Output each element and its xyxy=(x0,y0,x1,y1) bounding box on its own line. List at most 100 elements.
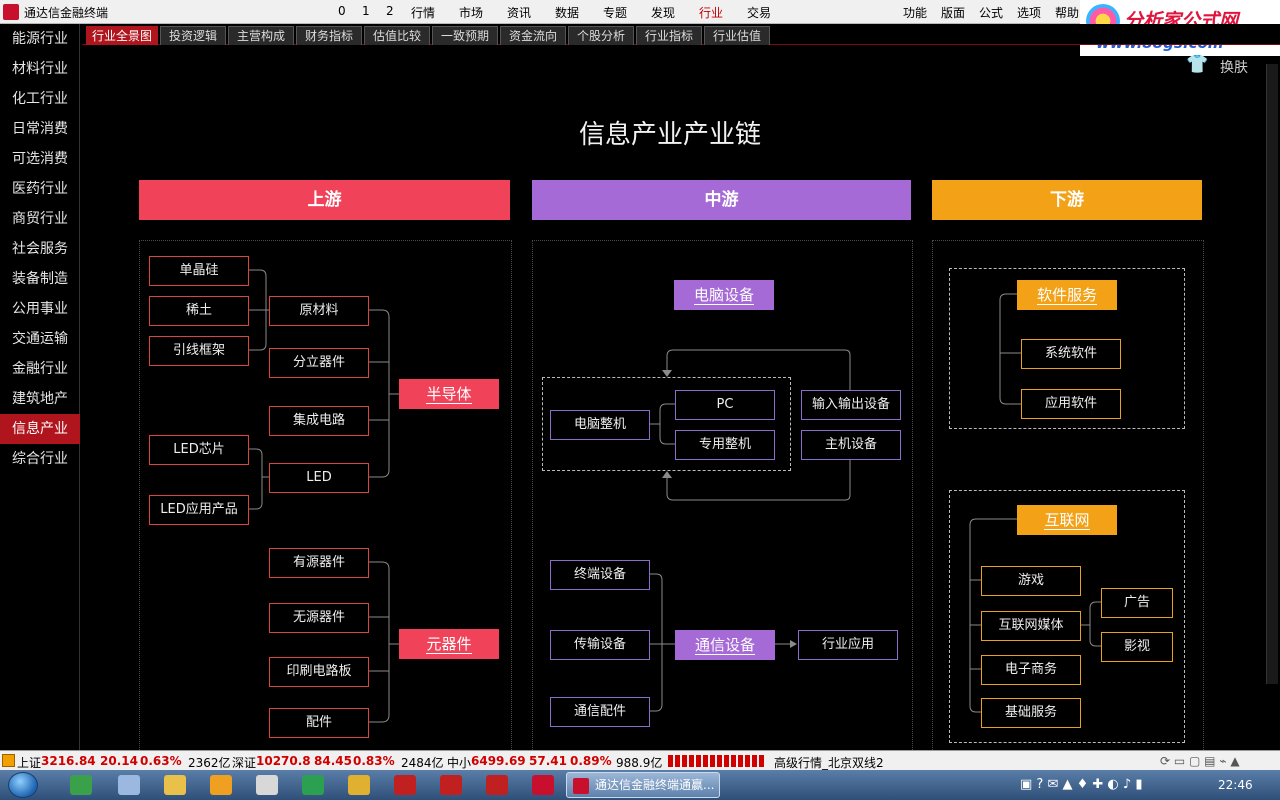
tab-valuation-compare[interactable]: 估值比较 xyxy=(364,26,430,45)
node-system-software[interactable]: 系统软件 xyxy=(1021,339,1121,369)
menu-formula[interactable]: 公式 xyxy=(979,6,1004,20)
app-icon-5[interactable] xyxy=(440,775,462,795)
node-monocrystalline-silicon[interactable]: 单晶硅 xyxy=(149,256,249,286)
start-button[interactable] xyxy=(8,772,38,798)
tab-consensus[interactable]: 一致预期 xyxy=(432,26,498,45)
node-active-components[interactable]: 有源器件 xyxy=(269,548,369,578)
clock[interactable]: 22:46 xyxy=(1218,778,1253,792)
node-internet-media[interactable]: 互联网媒体 xyxy=(981,611,1081,641)
tdx-task-icon xyxy=(573,778,589,794)
sidebar-item-optional-consumption[interactable]: 可选消费 xyxy=(12,151,68,167)
node-led-applications[interactable]: LED应用产品 xyxy=(149,495,249,525)
sidebar-item-info-industry[interactable]: 信息产业 xyxy=(0,414,80,444)
menu-topics[interactable]: 专题 xyxy=(603,6,628,20)
tab-financial[interactable]: 财务指标 xyxy=(296,26,362,45)
menu-trade[interactable]: 交易 xyxy=(747,6,772,20)
sidebar-item-comprehensive[interactable]: 综合行业 xyxy=(12,451,68,467)
sidebar-item-materials[interactable]: 材料行业 xyxy=(12,61,68,77)
node-pcb[interactable]: 印刷电路板 xyxy=(269,657,369,687)
node-comm-accessories[interactable]: 通信配件 xyxy=(550,697,650,727)
tab-industry-valuation[interactable]: 行业估值 xyxy=(704,26,770,45)
menu-layout[interactable]: 版面 xyxy=(941,6,966,20)
quote-server[interactable]: 高级行情_北京双线2 xyxy=(774,756,884,770)
node-film-tv[interactable]: 影视 xyxy=(1101,632,1173,662)
menu-industry[interactable]: 行业 xyxy=(699,6,724,20)
media-player-icon[interactable] xyxy=(210,775,232,795)
hub-components[interactable]: 元器件 xyxy=(399,629,499,659)
menu-num-0[interactable]: 0 xyxy=(338,4,346,18)
sidebar-item-energy[interactable]: 能源行业 xyxy=(12,31,68,47)
app-icon-6[interactable] xyxy=(486,775,508,795)
tab-stock-analysis[interactable]: 个股分析 xyxy=(568,26,634,45)
menu-data[interactable]: 数据 xyxy=(555,6,580,20)
browser-icon[interactable] xyxy=(118,775,140,795)
node-discrete-devices[interactable]: 分立器件 xyxy=(269,348,369,378)
sidebar-item-pharma[interactable]: 医药行业 xyxy=(12,181,68,197)
app-icon-1[interactable] xyxy=(256,775,278,795)
node-games[interactable]: 游戏 xyxy=(981,566,1081,596)
menu-num-1[interactable]: 1 xyxy=(362,4,370,18)
app-icon-2[interactable] xyxy=(302,775,324,795)
hub-semiconductor[interactable]: 半导体 xyxy=(399,379,499,409)
zx-label: 中小 xyxy=(447,756,472,770)
node-terminal-devices[interactable]: 终端设备 xyxy=(550,560,650,590)
sidebar-item-transport[interactable]: 交通运输 xyxy=(12,331,68,347)
sidebar-item-social-services[interactable]: 社会服务 xyxy=(12,241,68,257)
tdx-icon[interactable] xyxy=(532,775,554,795)
app-icon-3[interactable] xyxy=(348,775,370,795)
system-tray-icons[interactable]: ▣ ? ✉ ▲ ♦ ✚ ◐ ♪ ▮ xyxy=(1020,777,1143,792)
node-io-devices[interactable]: 输入输出设备 xyxy=(801,390,901,420)
menu-discover[interactable]: 发现 xyxy=(651,6,676,20)
sidebar-item-real-estate[interactable]: 建筑地产 xyxy=(12,391,68,407)
node-industry-applications[interactable]: 行业应用 xyxy=(798,630,898,660)
tab-investment-logic[interactable]: 投资逻辑 xyxy=(160,26,226,45)
tab-overview[interactable]: 行业全景图 xyxy=(86,26,158,45)
node-host-devices[interactable]: 主机设备 xyxy=(801,430,901,460)
menu-help[interactable]: 帮助 xyxy=(1055,6,1080,20)
menu-options[interactable]: 选项 xyxy=(1017,6,1042,20)
node-passive-components[interactable]: 无源器件 xyxy=(269,603,369,633)
menu-num-2[interactable]: 2 xyxy=(386,4,394,18)
node-lead-frame[interactable]: 引线框架 xyxy=(149,336,249,366)
folder-icon[interactable] xyxy=(164,775,186,795)
node-raw-materials[interactable]: 原材料 xyxy=(269,296,369,326)
sidebar-item-chemicals[interactable]: 化工行业 xyxy=(12,91,68,107)
node-whole-computer[interactable]: 电脑整机 xyxy=(550,410,650,440)
node-rare-earth[interactable]: 稀土 xyxy=(149,296,249,326)
node-accessories[interactable]: 配件 xyxy=(269,708,369,738)
hub-communication-equipment[interactable]: 通信设备 xyxy=(675,630,775,660)
app-icon-4[interactable] xyxy=(394,775,416,795)
tab-fund-flow[interactable]: 资金流向 xyxy=(500,26,566,45)
sidebar-item-equipment[interactable]: 装备制造 xyxy=(12,271,68,287)
menu-quotes[interactable]: 行情 xyxy=(411,6,436,20)
skin-label: 换肤 xyxy=(1220,60,1248,76)
sidebar-item-utilities[interactable]: 公用事业 xyxy=(12,301,68,317)
sidebar-item-finance[interactable]: 金融行业 xyxy=(12,361,68,377)
node-basic-services[interactable]: 基础服务 xyxy=(981,698,1081,728)
node-led-chip[interactable]: LED芯片 xyxy=(149,435,249,465)
node-integrated-circuits[interactable]: 集成电路 xyxy=(269,406,369,436)
menu-function[interactable]: 功能 xyxy=(903,6,928,20)
node-led[interactable]: LED xyxy=(269,463,369,493)
tab-industry-indicators[interactable]: 行业指标 xyxy=(636,26,702,45)
downstream-header: 下游 xyxy=(932,180,1202,220)
skin-button[interactable]: 👕 换肤 xyxy=(1186,56,1252,77)
vertical-scrollbar[interactable] xyxy=(1266,64,1278,684)
node-pc[interactable]: PC xyxy=(675,390,775,420)
node-application-software[interactable]: 应用软件 xyxy=(1021,389,1121,419)
sidebar-item-daily-consumption[interactable]: 日常消费 xyxy=(12,121,68,137)
node-advertising[interactable]: 广告 xyxy=(1101,588,1173,618)
menu-news[interactable]: 资讯 xyxy=(507,6,532,20)
zx-index-change: 57.41 xyxy=(529,754,567,768)
sidebar-item-commerce[interactable]: 商贸行业 xyxy=(12,211,68,227)
hub-internet[interactable]: 互联网 xyxy=(1017,505,1117,535)
node-transmission-devices[interactable]: 传输设备 xyxy=(550,630,650,660)
tab-business[interactable]: 主营构成 xyxy=(228,26,294,45)
hub-computer-equipment[interactable]: 电脑设备 xyxy=(674,280,774,310)
node-special-computer[interactable]: 专用整机 xyxy=(675,430,775,460)
node-e-commerce[interactable]: 电子商务 xyxy=(981,655,1081,685)
menu-market[interactable]: 市场 xyxy=(459,6,484,20)
ie-icon[interactable] xyxy=(70,775,92,795)
hub-software-services[interactable]: 软件服务 xyxy=(1017,280,1117,310)
active-task-button[interactable]: 通达信金融终端通赢... xyxy=(566,772,720,798)
